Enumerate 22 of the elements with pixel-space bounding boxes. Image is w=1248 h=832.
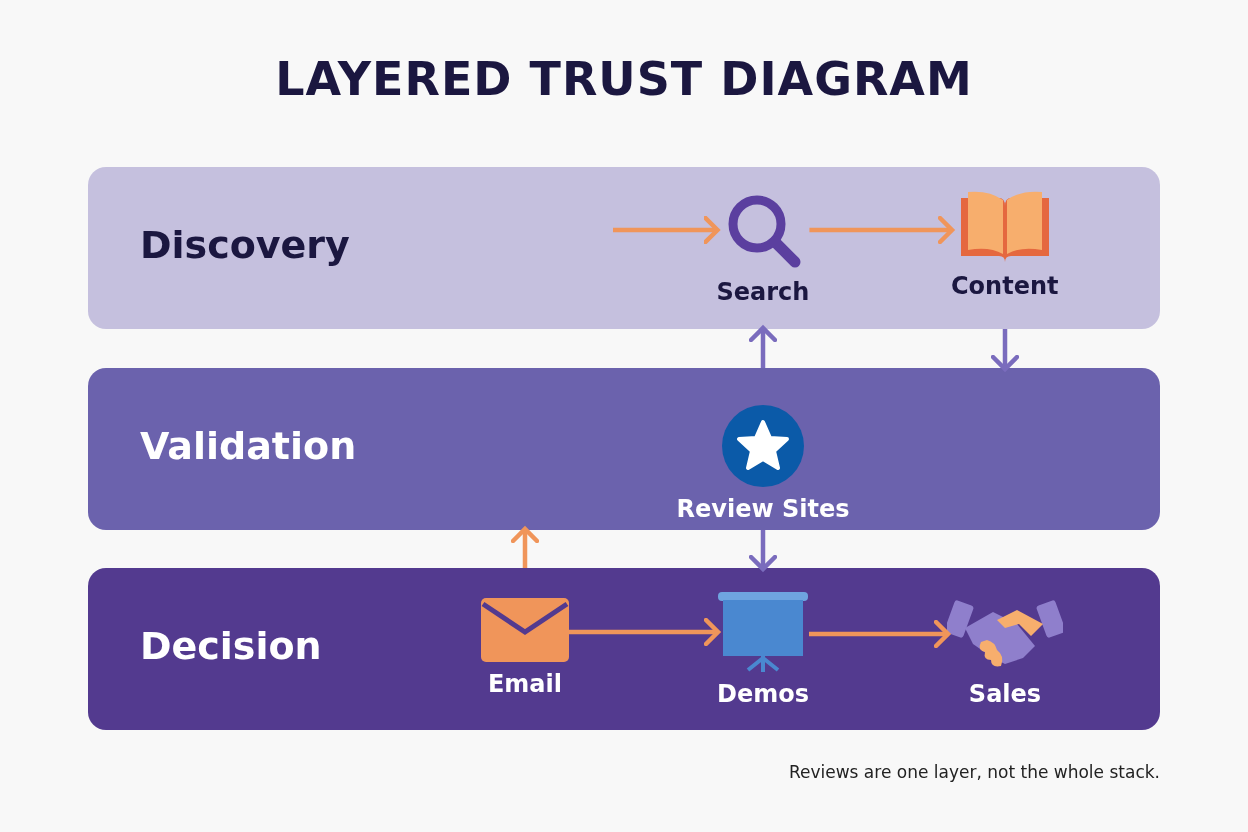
item-label: Email (487, 670, 563, 698)
layer-label: Validation (140, 424, 357, 468)
item-label: Search (716, 278, 810, 306)
caption-note: Reviews are one layer, not the whole stack. (788, 762, 1160, 782)
arrow (809, 215, 955, 245)
item-label: Review Sites (676, 495, 850, 523)
item-label: Sales (968, 680, 1042, 708)
arrow (748, 325, 778, 368)
arrow (990, 329, 1020, 372)
layer-label: Discovery (140, 223, 350, 267)
layer-band (88, 368, 1160, 530)
arrow (510, 526, 540, 568)
arrow (569, 617, 721, 647)
layer-band (88, 167, 1160, 329)
layer-label: Decision (140, 624, 322, 668)
item-label: Demos (717, 680, 809, 708)
layer-band (88, 568, 1160, 730)
arrow (613, 215, 720, 245)
arrow (809, 619, 951, 649)
diagram-title: LAYERED TRUST DIAGRAM (274, 52, 974, 106)
item-label: Content (951, 272, 1059, 300)
arrow (748, 530, 778, 572)
